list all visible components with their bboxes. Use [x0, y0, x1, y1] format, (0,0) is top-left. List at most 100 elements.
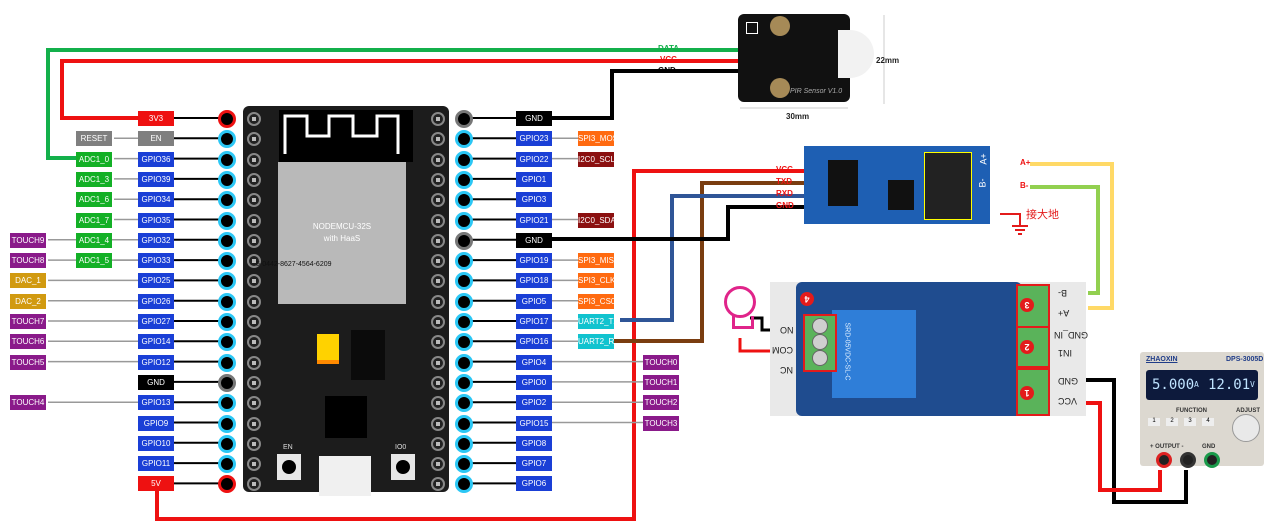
header-pin[interactable]: [455, 191, 473, 210]
header-pin[interactable]: [218, 110, 236, 128]
header-pin[interactable]: [218, 353, 236, 372]
ground-note: 接大地: [1026, 209, 1059, 221]
alt-label-adc1_3: ADC1_3: [76, 171, 112, 187]
mount-hole: [770, 16, 790, 36]
header-pin[interactable]: [455, 353, 473, 372]
header-pin[interactable]: [455, 394, 473, 413]
alt-label-spi3_cs0: SPI3_CS0: [578, 293, 614, 309]
board-hole: [431, 436, 445, 451]
badge-2: 2: [1020, 340, 1034, 354]
header-pin[interactable]: [218, 434, 236, 453]
psu-btn-2[interactable]: 2: [1166, 418, 1178, 426]
psu-knob[interactable]: [1232, 414, 1260, 442]
header-pin[interactable]: [455, 434, 473, 453]
header-pin[interactable]: [218, 455, 236, 474]
wire-pir-gnd: [550, 69, 740, 120]
terminal-ground[interactable]: [1204, 452, 1220, 468]
psu-btn-4[interactable]: 4: [1202, 418, 1214, 426]
pin-label-gpio16: GPIO16: [516, 334, 552, 350]
antenna-area: [279, 110, 413, 162]
mount-hole: [770, 78, 790, 98]
board-hole: [431, 274, 445, 289]
header-pin[interactable]: [218, 373, 236, 392]
header-pin[interactable]: [218, 475, 236, 494]
relay-part: SRD-05VDC-SL-C: [843, 322, 851, 381]
header-pin[interactable]: [455, 333, 473, 352]
board-hole: [431, 335, 445, 350]
board-hole: [247, 436, 261, 451]
header-pin[interactable]: [218, 394, 236, 413]
board-hole: [431, 172, 445, 187]
alt-label-i2c0_sda: I2C0_SDA: [578, 212, 614, 228]
header-pin[interactable]: [455, 455, 473, 474]
header-pin[interactable]: [218, 150, 236, 169]
terminal-a: A+: [1058, 308, 1070, 318]
board-hole: [247, 457, 261, 472]
psu-btn-1[interactable]: 1: [1148, 418, 1160, 426]
alt-label-adc1_0: ADC1_0: [76, 151, 112, 167]
board-hole: [431, 193, 445, 208]
header-pin[interactable]: [218, 130, 236, 149]
chip-u1: [888, 180, 914, 210]
pir-width: 30mm: [782, 112, 814, 121]
board-hole: [247, 152, 261, 167]
psu-current-unit: A: [1194, 380, 1199, 389]
header-pin[interactable]: [218, 313, 236, 331]
header-pin[interactable]: [455, 292, 473, 311]
header-pin[interactable]: [455, 475, 473, 494]
silk-b: B-: [977, 178, 988, 188]
pin-label-gpio6: GPIO6: [516, 476, 552, 492]
pin-label-gpio14: GPIO14: [138, 334, 174, 350]
header-pin[interactable]: [455, 150, 473, 169]
terminal-negative[interactable]: [1180, 452, 1196, 468]
alt-label-touch5: TOUCH5: [10, 354, 46, 370]
alt-label-adc1_5: ADC1_5: [76, 253, 112, 269]
header-pin[interactable]: [455, 110, 473, 128]
psu-brand: ZHAOXIN: [1146, 356, 1178, 363]
board-hole: [247, 112, 261, 126]
pin-label-gpio2: GPIO2: [516, 395, 552, 411]
pin-label-gpio7: GPIO7: [516, 456, 552, 472]
wire-relay-vcc: [1086, 401, 1162, 492]
header-pin[interactable]: [218, 292, 236, 311]
header-pin[interactable]: [218, 170, 236, 189]
board-hole: [247, 274, 261, 289]
header-pin[interactable]: [455, 211, 473, 230]
header-pin[interactable]: [218, 231, 236, 250]
header-pin[interactable]: [218, 414, 236, 433]
module-serial: 5-0442-8627-4564-6209: [256, 261, 332, 268]
terminal-positive[interactable]: [1156, 452, 1172, 468]
header-pin[interactable]: [455, 252, 473, 271]
alt-label-touch3: TOUCH3: [643, 415, 679, 431]
psu-gnd-label: GND: [1202, 444, 1216, 450]
header-pin[interactable]: [455, 170, 473, 189]
header-pin[interactable]: [218, 191, 236, 210]
en-button[interactable]: [277, 454, 301, 480]
header-pin[interactable]: [455, 373, 473, 392]
rs485-module: A+ B-: [804, 146, 990, 224]
header-pin[interactable]: [455, 272, 473, 291]
header-pin[interactable]: [218, 272, 236, 291]
header-pin[interactable]: [218, 211, 236, 230]
board-hole: [247, 335, 261, 350]
alt-label-adc1_4: ADC1_4: [76, 232, 112, 248]
header-pin[interactable]: [218, 333, 236, 352]
usb-port: [319, 456, 371, 496]
header-pin[interactable]: [455, 231, 473, 250]
light-bulb-icon: [724, 286, 756, 318]
wire-pir-data: [46, 48, 740, 160]
pin-label-5v: 5V: [138, 476, 174, 492]
wire-gnd-rs485: [550, 205, 804, 241]
header-pin[interactable]: [455, 130, 473, 149]
header-pin[interactable]: [455, 414, 473, 433]
io0-button[interactable]: [391, 454, 415, 480]
psu-btn-3[interactable]: 3: [1184, 418, 1196, 426]
header-pin[interactable]: [218, 252, 236, 271]
pir-height: 22mm: [876, 56, 900, 65]
header-pin[interactable]: [455, 313, 473, 331]
pin-label-gpio15: GPIO15: [516, 415, 552, 431]
board-hole: [247, 375, 261, 390]
io0-button-label: IO0: [395, 444, 407, 451]
pin-lines: [48, 117, 643, 485]
